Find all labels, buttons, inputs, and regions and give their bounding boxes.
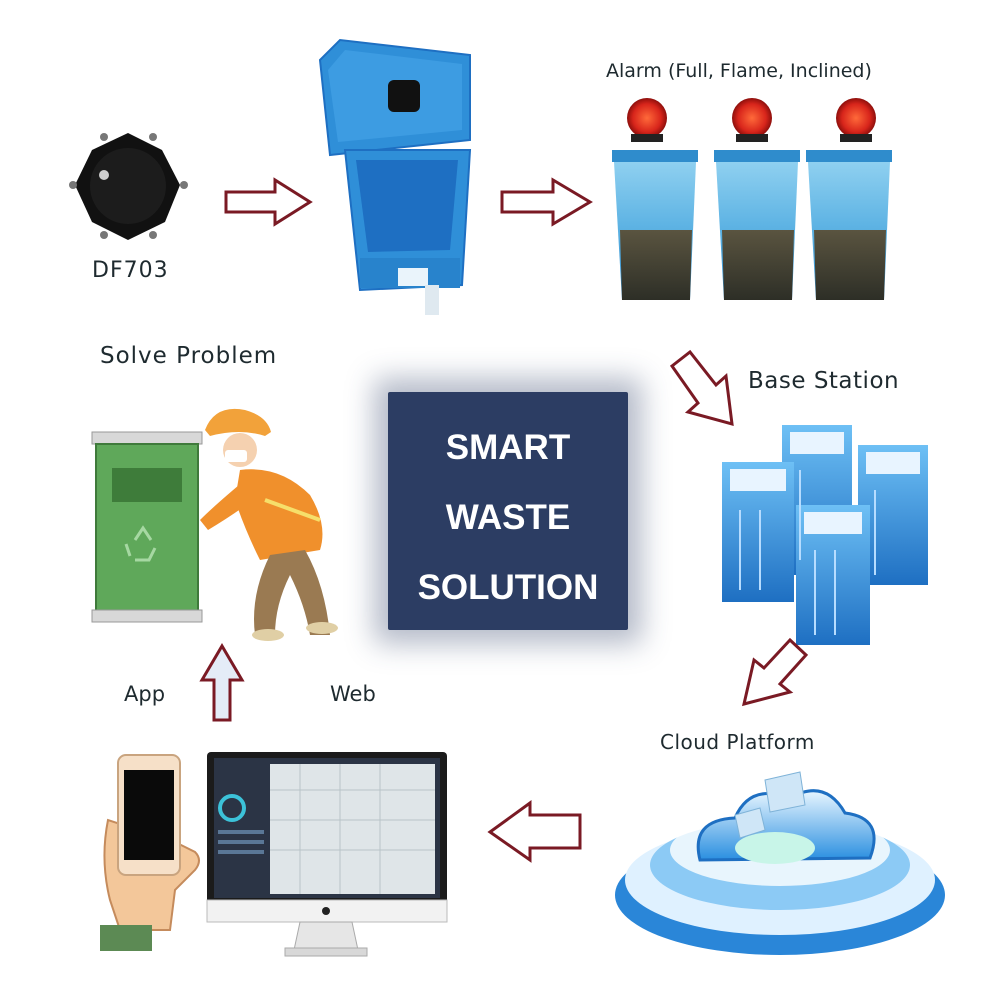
arrow-down-right [669,349,734,427]
green-bin-icon [91,431,203,623]
cloud-platform-icon [615,771,945,955]
sensor-label: DF703 [92,258,169,283]
server-rack-icon [722,425,928,645]
worker-icon [200,408,338,641]
base-station-label: Base Station [748,368,900,394]
sensor-device-icon [69,133,188,240]
app-label: App [124,682,166,706]
arrow-left [487,800,582,863]
full-bin-icon [612,150,892,300]
recycle-icon [124,525,157,562]
center-title-box [388,392,628,630]
smartphone-icon [100,754,200,951]
cloud-platform-label: Cloud Platform [660,730,815,754]
arrow-down-left [741,637,809,707]
arrow-up [199,643,245,722]
alarm-label: Alarm (Full, Flame, Inclined) [606,60,872,82]
center-title-line-3: SOLUTION [417,568,599,607]
alarm-light-icon [627,98,876,142]
open-bin-icon [318,38,472,315]
monitor-icon [206,752,448,957]
arrow-right-1 [224,177,313,227]
web-label: Web [330,682,376,706]
center-title-line-1: SMART [445,428,571,467]
center-title-line-2: WASTE [445,498,571,537]
arrow-right-2 [500,177,593,227]
solve-problem-label: Solve Problem [100,343,278,369]
full-bins-group [612,98,892,300]
